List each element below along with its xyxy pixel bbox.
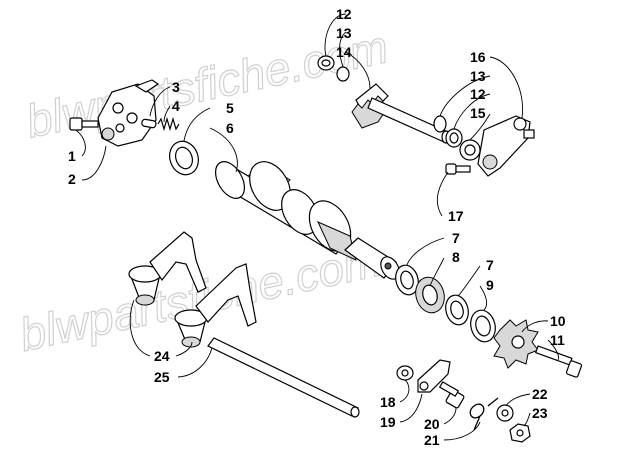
callout-3[interactable]: 3 (172, 79, 180, 95)
bolt-part-20[interactable] (438, 381, 465, 409)
callout-13b[interactable]: 13 (470, 68, 486, 84)
shift-fork-part-24a[interactable] (128, 231, 207, 306)
nut-part-23[interactable] (509, 423, 531, 443)
washer-part-5[interactable] (165, 137, 203, 179)
bushing-part-15[interactable] (459, 139, 481, 161)
callout-19[interactable]: 19 (380, 414, 396, 430)
callout-21[interactable]: 21 (424, 432, 440, 448)
washer-part-18[interactable] (396, 365, 414, 381)
callout-14[interactable]: 14 (336, 44, 352, 60)
callout-17[interactable]: 17 (448, 208, 464, 224)
stopper-lever-part-19[interactable] (417, 359, 451, 393)
callout-12b[interactable]: 12 (470, 86, 486, 102)
washer-part-7[interactable] (392, 263, 421, 298)
callout-7b[interactable]: 7 (486, 257, 494, 273)
fork-shaft-part-25[interactable] (207, 337, 360, 418)
callout-7[interactable]: 7 (452, 230, 460, 246)
callout-20[interactable]: 20 (424, 416, 440, 432)
shift-drum-part-6[interactable] (210, 154, 403, 282)
washer-part-12[interactable] (317, 55, 335, 71)
callout-9[interactable]: 9 (486, 277, 494, 293)
callout-23[interactable]: 23 (532, 405, 548, 421)
callout-22[interactable]: 22 (532, 386, 548, 402)
callout-2[interactable]: 2 (68, 171, 76, 187)
callout-8[interactable]: 8 (452, 249, 460, 265)
bolt-part-11[interactable] (534, 345, 583, 378)
callout-10[interactable]: 10 (550, 313, 566, 329)
callout-1[interactable]: 1 (68, 148, 76, 164)
washer-part-22[interactable] (496, 404, 514, 422)
shift-shaft-part-14[interactable] (351, 83, 451, 144)
circlip-part-13b[interactable] (433, 115, 447, 133)
callout-18[interactable]: 18 (380, 394, 396, 410)
callout-24[interactable]: 24 (154, 348, 170, 364)
callout-15[interactable]: 15 (470, 105, 486, 121)
bearing-part-8[interactable] (412, 274, 448, 316)
washer-part-12b[interactable] (445, 128, 463, 148)
bolt-part-1[interactable] (69, 117, 99, 131)
callout-6[interactable]: 6 (226, 120, 234, 136)
washer-part-9[interactable] (467, 307, 498, 344)
leader-lines (75, 13, 559, 441)
washer-part-7b[interactable] (442, 293, 471, 328)
callout-25[interactable]: 25 (154, 369, 170, 385)
callout-13[interactable]: 13 (336, 25, 352, 41)
callout-5[interactable]: 5 (226, 100, 234, 116)
callout-4[interactable]: 4 (172, 98, 180, 114)
callout-12[interactable]: 12 (336, 6, 352, 22)
shift-fork-part-24b[interactable] (174, 263, 257, 348)
callout-numbers: 12 13 14 16 13 12 15 3 4 5 6 1 2 17 7 8 … (68, 6, 566, 448)
spring-part-4[interactable] (157, 116, 180, 132)
callout-11[interactable]: 11 (550, 332, 565, 348)
spring-part-21[interactable] (469, 397, 499, 431)
detent-pin-part-3[interactable] (141, 118, 157, 129)
cover-plate-part-2[interactable] (97, 79, 160, 147)
star-cam-part-10[interactable] (493, 319, 539, 369)
callout-16[interactable]: 16 (470, 49, 486, 65)
circlip-part-13[interactable] (336, 66, 350, 82)
bolt-part-17[interactable] (445, 163, 471, 175)
shift-arm-part-16[interactable] (477, 115, 535, 177)
